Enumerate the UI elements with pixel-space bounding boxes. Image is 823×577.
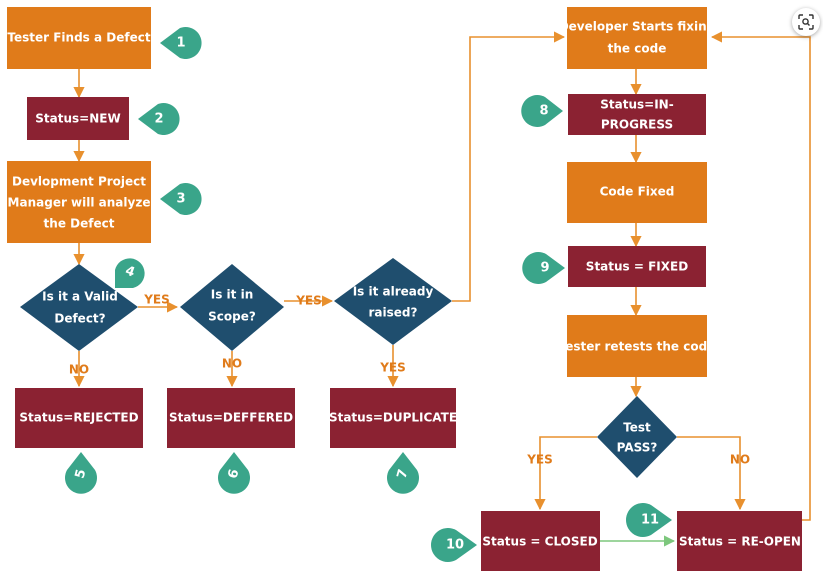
decision-already-raised: Is it already raised? — [334, 258, 452, 345]
box-tester-retests-label: Tester retests the code — [559, 340, 716, 354]
step-marker-3: 3 — [160, 183, 202, 216]
step-marker-8-label: 8 — [539, 104, 548, 119]
decision-valid-line1: Is it a Valid — [42, 290, 118, 304]
decision-raised-line2: raised? — [369, 306, 418, 320]
box-dev-starts-line1: Developer Starts fixing — [559, 20, 716, 34]
step-marker-3-label: 3 — [176, 192, 185, 207]
decision-pass-line1: Test — [623, 421, 651, 435]
box-in-progress-line2: PROGRESS — [601, 118, 673, 132]
box-tester-retests: Tester retests the code — [559, 315, 716, 377]
arrow-reopen-to-dev — [710, 31, 811, 521]
step-marker-2-label: 2 — [154, 112, 163, 127]
step-marker-11: 11 — [626, 503, 672, 537]
box-status-reopen-label: Status = RE-OPEN — [679, 535, 801, 549]
label-yes-valid: YES — [143, 293, 170, 307]
step-marker-2: 2 — [138, 103, 180, 135]
box-dev-starts-line2: the code — [608, 42, 667, 56]
decision-test-pass: Test PASS? — [597, 396, 677, 478]
box-status-closed: Status = CLOSED — [481, 511, 600, 571]
box-tester-finds-label: Tester Finds a Defect — [7, 31, 150, 45]
decision-pass-line2: PASS? — [617, 441, 658, 455]
connectors — [73, 31, 811, 521]
box-status-in-progress: Status=IN- PROGRESS — [568, 94, 706, 135]
step-marker-7: 7 — [386, 452, 419, 494]
box-pm-analyze-line2: Manager will analyze — [8, 196, 151, 210]
box-code-fixed: Code Fixed — [567, 162, 707, 223]
label-yes-pass: YES — [526, 453, 553, 467]
step-marker-9: 9 — [522, 252, 565, 284]
arrow-pass-no — [677, 436, 746, 511]
visual-search-icon — [798, 14, 814, 30]
step-marker-11-label: 11 — [641, 513, 659, 528]
step-marker-1-label: 1 — [176, 36, 185, 51]
box-status-fixed: Status = FIXED — [568, 246, 706, 287]
step-marker-5-label: 5 — [73, 468, 90, 481]
step-marker-8: 8 — [521, 94, 563, 127]
step-marker-1: 1 — [160, 27, 202, 59]
step-marker-5: 5 — [65, 452, 97, 494]
box-status-deffered: Status=DEFFERED — [167, 388, 295, 448]
label-no-scope: NO — [222, 357, 242, 371]
step-marker-7-label: 7 — [395, 468, 412, 481]
decision-valid-line2: Defect? — [54, 312, 105, 326]
box-status-new-label: Status=NEW — [35, 112, 120, 126]
decision-in-scope: Is it in Scope? — [180, 264, 284, 351]
box-status-new: Status=NEW — [27, 97, 129, 140]
label-yes-raised: YES — [379, 361, 406, 375]
box-pm-analyze-line1: Devlopment Project — [12, 175, 146, 189]
decision-raised-line1: Is it already — [353, 285, 434, 299]
decision-scope-line1: Is it in — [211, 288, 253, 302]
box-status-fixed-label: Status = FIXED — [586, 260, 688, 274]
box-status-duplicate-label: Status=DUPLICATE — [329, 411, 457, 425]
box-status-deffered-label: Status=DEFFERED — [169, 411, 293, 425]
box-status-rejected: Status=REJECTED — [15, 388, 143, 448]
decision-valid-defect: Is it a Valid Defect? — [20, 264, 138, 351]
step-marker-10-label: 10 — [446, 538, 464, 553]
label-no-pass: NO — [730, 453, 750, 467]
box-in-progress-line1: Status=IN- — [600, 98, 673, 112]
box-tester-finds-defect: Tester Finds a Defect — [7, 7, 151, 69]
step-marker-9-label: 9 — [540, 261, 549, 276]
box-pm-analyze: Devlopment Project Manager will analyze … — [7, 161, 151, 243]
box-status-rejected-label: Status=REJECTED — [19, 411, 138, 425]
box-status-closed-label: Status = CLOSED — [482, 535, 597, 549]
step-marker-4: 4 — [115, 258, 145, 288]
box-status-reopen: Status = RE-OPEN — [677, 511, 802, 571]
label-yes-scope: YES — [295, 294, 322, 308]
decision-scope-line2: Scope? — [208, 310, 256, 324]
step-marker-10: 10 — [431, 528, 477, 562]
arrow-pass-yes — [534, 436, 597, 511]
box-code-fixed-label: Code Fixed — [600, 185, 675, 199]
box-pm-analyze-line3: the Defect — [44, 217, 115, 231]
arrow-raised-no-to-dev — [452, 31, 566, 302]
box-developer-starts: Developer Starts fixing the code — [559, 7, 716, 69]
step-markers: 1 2 3 4 5 6 7 8 — [65, 27, 672, 562]
visual-search-button[interactable] — [792, 8, 820, 36]
step-marker-6: 6 — [218, 452, 250, 494]
box-status-duplicate: Status=DUPLICATE — [329, 388, 457, 448]
label-no-valid: NO — [69, 363, 89, 377]
step-marker-6-label: 6 — [226, 468, 243, 481]
